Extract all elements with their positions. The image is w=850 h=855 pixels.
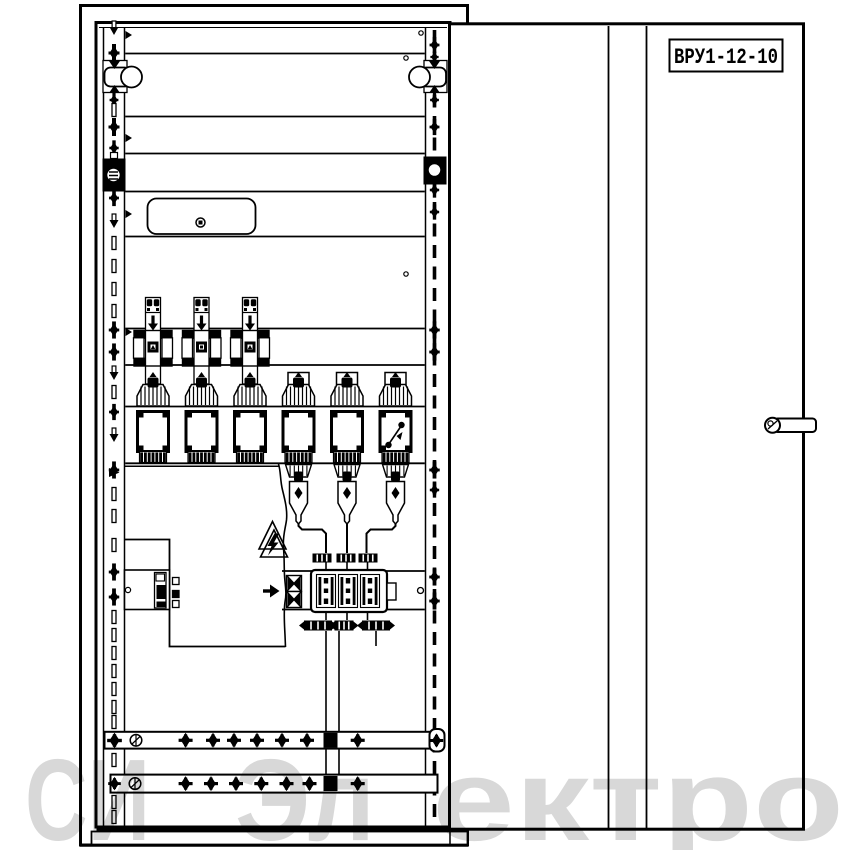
svg-text:ВРУ1-12-10: ВРУ1-12-10 [674,45,778,70]
